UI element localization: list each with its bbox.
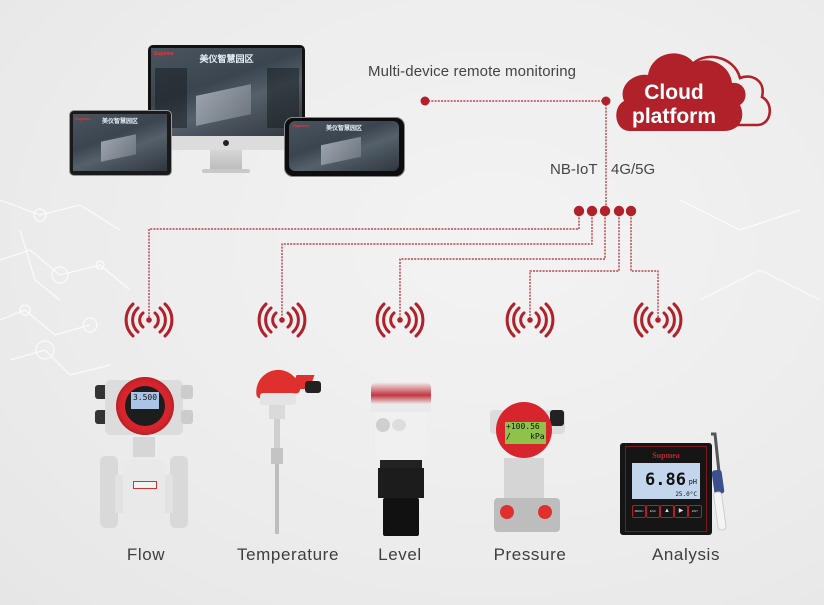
monitor-base [202,169,250,173]
cloud-icon [616,53,771,131]
pressure-transmitter-image: +100.56 / kPa [490,402,565,537]
monitoring-node-dot [420,96,430,106]
ph-probe-image [711,432,727,531]
enter-button: ENT [688,505,702,518]
pressure-display-line1: +100.56 [506,422,540,431]
analysis-value: 6.86 [645,470,686,490]
brand-logo: Supmea [293,123,309,128]
flow-meter-image: 3.500 [95,370,195,530]
hub-node-dot [613,205,625,217]
flow-display: 3.500 [131,392,159,409]
menu-button: MENU [632,505,646,518]
wireless-signal-icon [257,302,307,338]
monitor-stand [210,150,242,170]
hub-node-dot [625,205,637,217]
cloud-node-dot [601,96,611,106]
hub-node-dot [586,205,598,217]
analysis-meter-image: Supmea 6.86 pH 25.0°C MENU ESC ▲ ▶ ENT [620,443,712,535]
right-button: ▶ [674,505,688,518]
pressure-display: +100.56 / kPa [505,422,546,444]
cloud-label-line2: platform [632,105,716,128]
analysis-unit: pH [688,478,697,486]
pressure-link-line [529,211,620,318]
wireless-signal-icon [505,302,555,338]
hub-node-dot [599,205,611,217]
cloud-label-line1: Cloud [644,81,704,104]
level-sensor-image [368,380,434,540]
dashboard-title: 美仪智慧园区 [325,126,362,132]
temperature-sensor-image [250,365,330,535]
cloud-platform-label: Cloud platform [620,81,728,129]
dashboard-title: 美仪智慧园区 [101,119,138,125]
dashboard-title: 美仪智慧园区 [199,54,254,64]
desktop-screen: Supmea 美仪智慧园区 [151,48,302,136]
analysis-link-line [630,211,659,318]
pressure-label: Pressure [493,545,567,564]
temperature-link-line [281,211,593,318]
pressure-display-line2: / kPa [506,432,545,441]
analysis-label: Analysis [651,545,721,564]
wireless-signal-icon [633,302,683,338]
analysis-temperature: 25.0°C [675,491,697,498]
wireless-signal-icon [375,302,425,338]
temperature-label: Temperature [236,545,340,564]
network-label-nbiot: NB-IoT [550,161,598,178]
analysis-brand: Supmea [652,451,680,460]
phone-screen: Supmea 美仪智慧园区 [289,121,399,171]
brand-logo: Supmea [75,116,91,121]
monitoring-label: Multi-device remote monitoring [368,63,577,80]
up-button: ▲ [660,505,674,518]
level-link-line [399,211,606,318]
esc-button: ESC [646,505,660,518]
level-label: Level [378,545,422,564]
hub-node-dot [573,205,585,217]
brand-logo: Supmea [154,51,174,57]
analysis-button-row: MENU ESC ▲ ▶ ENT [632,505,702,518]
network-label-4g5g: 4G/5G [611,161,656,178]
wireless-signal-icon [124,302,174,338]
flow-label: Flow [126,545,166,564]
apple-logo-icon [223,140,229,146]
tablet-screen: Supmea 美仪智慧园区 [73,114,167,171]
